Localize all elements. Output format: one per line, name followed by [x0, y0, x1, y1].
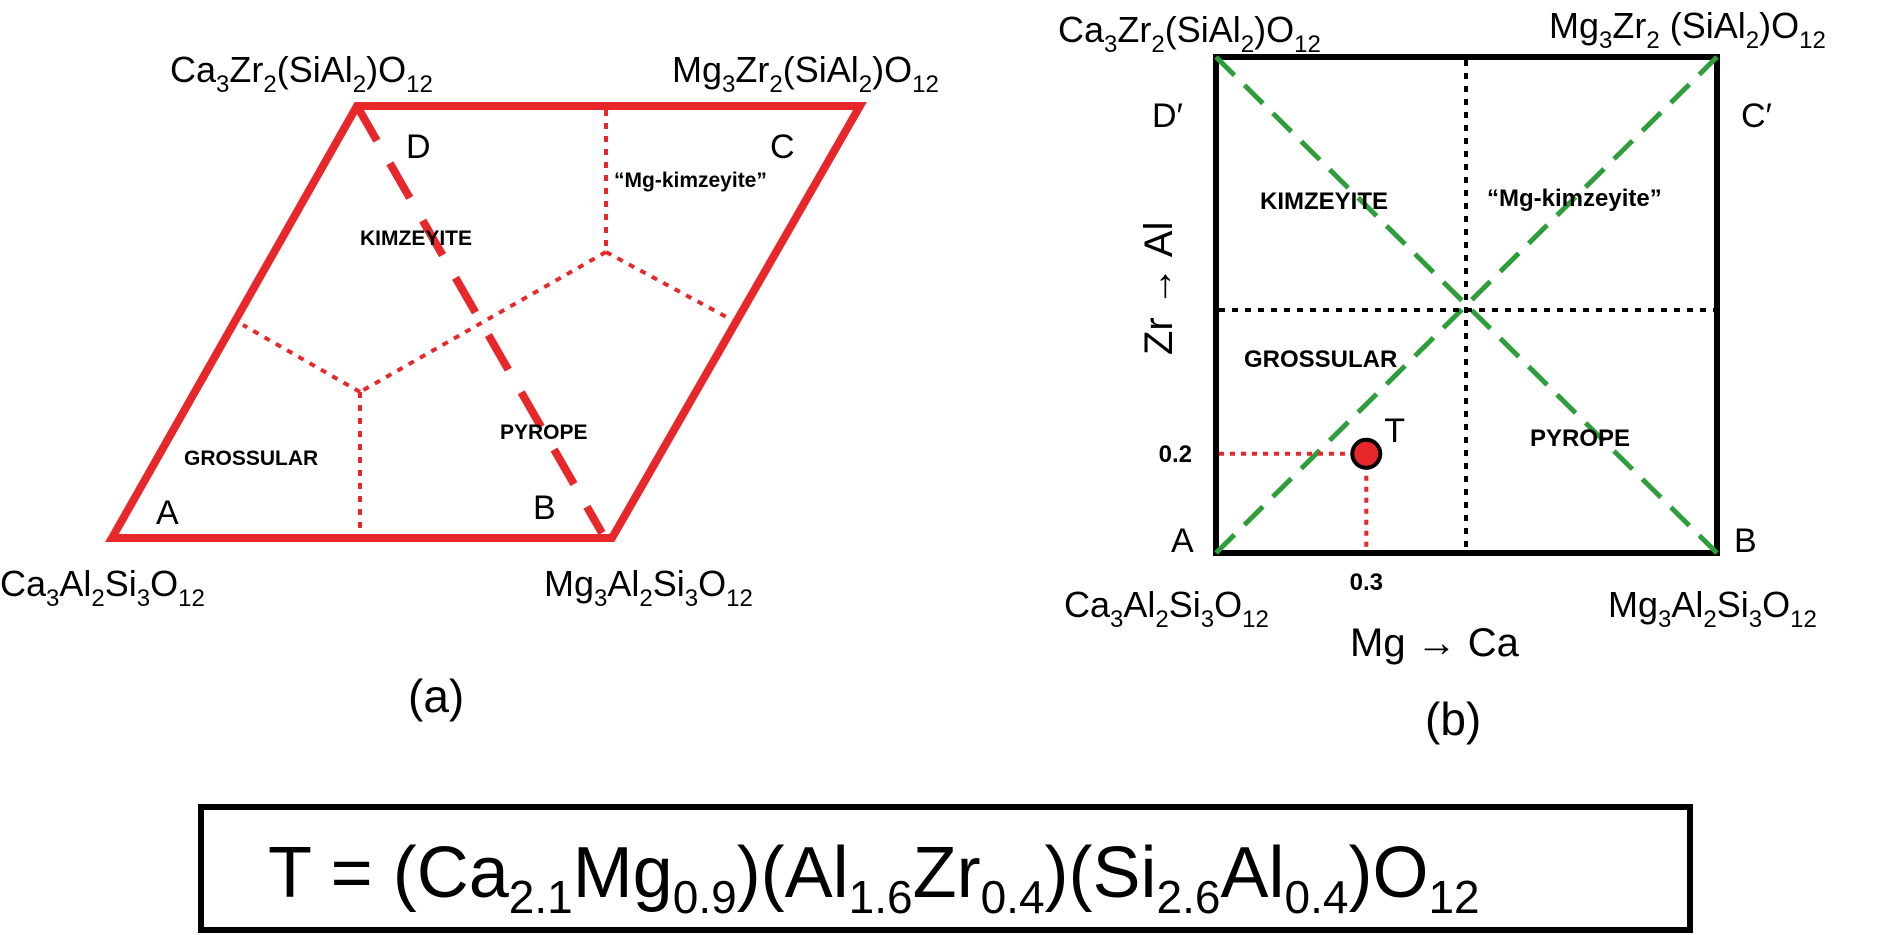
- formula-box-frame: [198, 804, 1693, 933]
- panel-a-region-grossular: GROSSULAR: [184, 447, 318, 470]
- panel-b-corner-d-prime: D′: [1152, 97, 1183, 135]
- panel-b-bottom-left-formula: Ca3Al2Si3O12: [1064, 584, 1269, 633]
- panel-a-bottom-left-formula: Ca3Al2Si3O12: [0, 563, 205, 612]
- panel-a-corner-c: C: [770, 128, 795, 166]
- panel-a: Ca3Zr2(SiAl2)O12 Mg3Zr2(SiAl2)O12 Ca3Al2…: [0, 49, 939, 722]
- panel-b-corner-c-prime: C′: [1741, 97, 1772, 135]
- panel-b-point-t: [1350, 437, 1383, 470]
- panel-a-top-right-formula: Mg3Zr2(SiAl2)O12: [672, 49, 939, 98]
- panel-b: T 0.2 0.3 Ca3Zr2(SiAl2)O12 Mg3Zr2 (SiAl2…: [1058, 5, 1826, 745]
- panel-a-corner-b: B: [533, 489, 556, 527]
- panel-a-top-left-formula: Ca3Zr2(SiAl2)O12: [170, 49, 433, 98]
- panel-b-x-axis-label: Mg → Ca: [1350, 621, 1520, 665]
- panel-b-top-left-formula: Ca3Zr2(SiAl2)O12: [1058, 9, 1321, 58]
- panel-b-corner-b: B: [1734, 522, 1757, 560]
- panel-b-region-kimzeyite: KIMZEYITE: [1260, 188, 1388, 215]
- panel-b-corner-a: A: [1171, 522, 1194, 560]
- panel-b-region-pyrope: PYROPE: [1530, 425, 1630, 452]
- panel-a-region-kimzeyite: KIMZEYITE: [360, 227, 472, 250]
- panel-b-region-grossular: GROSSULAR: [1244, 346, 1397, 373]
- panel-b-y-tick-label: 0.2: [1159, 441, 1192, 468]
- panel-b-region-mg-kimzeyite: “Mg-kimzeyite”: [1487, 185, 1662, 212]
- panel-a-region-boundaries: [242, 110, 733, 533]
- panel-a-caption: (a): [408, 670, 464, 722]
- panel-b-point-t-label: T: [1384, 412, 1405, 450]
- panel-b-bottom-right-formula: Mg3Al2Si3O12: [1608, 584, 1817, 633]
- panel-a-corner-a: A: [156, 494, 179, 532]
- panel-a-region-pyrope: PYROPE: [500, 421, 588, 444]
- panel-b-y-axis-label: Zr → Al: [1137, 222, 1181, 355]
- panel-a-region-mg-kimzeyite: “Mg-kimzeyite”: [614, 169, 767, 192]
- panel-b-x-tick-label: 0.3: [1350, 569, 1383, 596]
- formula-box: T = (Ca2.1Mg0.9)(Al1.6Zr0.4)(Si2.6Al0.4)…: [198, 804, 1693, 933]
- panel-a-corner-d: D: [406, 128, 431, 166]
- panel-b-caption: (b): [1425, 693, 1481, 745]
- panel-a-d-b-dashed-line: [353, 104, 606, 535]
- panel-a-bottom-right-formula: Mg3Al2Si3O12: [544, 563, 753, 612]
- panel-a-outline: [105, 102, 867, 542]
- panel-b-top-right-formula: Mg3Zr2 (SiAl2)O12: [1549, 5, 1826, 54]
- panel-b-frame: [1213, 54, 1720, 556]
- formula-box-text: T = (Ca2.1Mg0.9)(Al1.6Zr0.4)(Si2.6Al0.4)…: [268, 833, 1480, 923]
